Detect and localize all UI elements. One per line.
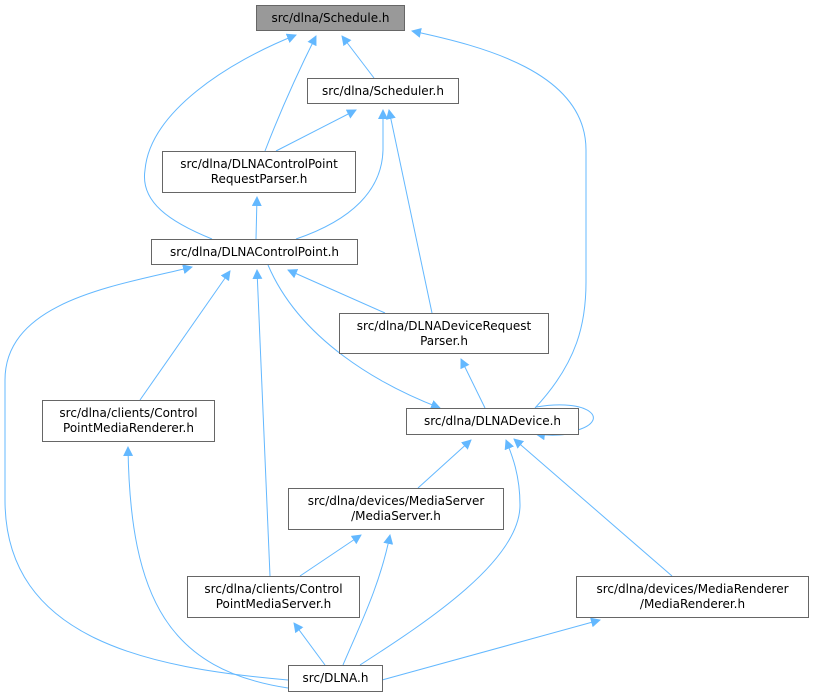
- edge-cpms-to-mediaserver: [299, 534, 362, 577]
- edge-cprp-to-schedule: [264, 35, 317, 152]
- edge-dlna-to-mediaserver: [342, 534, 394, 666]
- edge-cpmr-to-cp: [139, 270, 231, 401]
- edge-device-to-schedule: [411, 27, 587, 409]
- edge-mediaserver-to-device: [417, 439, 472, 489]
- node-device-request-parser[interactable]: src/dlna/DLNADeviceRequest Parser.h: [339, 313, 549, 354]
- edge-cp-to-device: [267, 264, 441, 410]
- node-dlna-device[interactable]: src/dlna/DLNADevice.h: [406, 408, 579, 435]
- node-label: /MediaRenderer.h: [639, 597, 746, 611]
- edge-dlna-to-cpms: [293, 622, 326, 666]
- node-label: src/dlna/DLNAControlPoint: [180, 157, 338, 171]
- edge-device-to-drp: [460, 358, 486, 409]
- node-dlna[interactable]: src/DLNA.h: [288, 665, 383, 692]
- node-label: Parser.h: [420, 333, 468, 348]
- node-label: src/dlna/Schedule.h: [271, 10, 390, 25]
- node-label: src/dlna/devices/MediaServer: [307, 494, 485, 508]
- node-control-point-media-server[interactable]: src/dlna/clients/Control PointMediaServe…: [187, 576, 360, 618]
- node-label: PointMediaServer.h: [215, 597, 332, 611]
- node-media-renderer[interactable]: src/dlna/devices/MediaRenderer /MediaRen…: [576, 576, 809, 618]
- edge-cp-to-scheduler: [295, 109, 388, 240]
- node-label: src/dlna/devices/MediaRenderer: [596, 582, 789, 596]
- node-label: src/dlna/DLNADeviceRequest: [356, 318, 532, 333]
- node-label: PointMediaRenderer.h: [63, 421, 194, 435]
- node-scheduler[interactable]: src/dlna/Scheduler.h: [307, 78, 459, 104]
- edge-dlna-to-cpmr: [123, 446, 289, 689]
- node-label: src/dlna/Scheduler.h: [322, 83, 444, 98]
- node-schedule[interactable]: src/dlna/Schedule.h: [256, 5, 405, 31]
- edge-dlna-to-cp: [4, 264, 289, 681]
- edge-scheduler-to-schedule: [341, 35, 375, 79]
- node-label: src/dlna/clients/Control: [204, 582, 343, 596]
- node-media-server[interactable]: src/dlna/devices/MediaServer /MediaServe…: [288, 488, 504, 530]
- node-control-point-media-renderer[interactable]: src/dlna/clients/Control PointMediaRende…: [42, 400, 215, 442]
- edge-dlna-to-mediarenderer: [381, 617, 601, 681]
- edge-drp-to-cp: [287, 269, 386, 314]
- node-control-point[interactable]: src/dlna/DLNAControlPoint.h: [151, 239, 358, 265]
- node-label: src/dlna/DLNADevice.h: [423, 414, 562, 428]
- node-label: src/dlna/DLNAControlPoint.h: [169, 244, 339, 259]
- edge-cp-to-schedule: [143, 33, 297, 240]
- edge-dlna-to-device: [359, 439, 521, 666]
- edge-cp-to-cprp: [251, 196, 262, 240]
- node-control-point-request-parser[interactable]: src/dlna/DLNAControlPoint RequestParser.…: [162, 151, 356, 193]
- node-label: src/dlna/clients/Control: [59, 406, 198, 420]
- node-label: /MediaServer.h: [351, 509, 441, 523]
- edge-cpms-to-cp: [252, 269, 271, 577]
- edge-cprp-to-scheduler: [275, 109, 357, 152]
- node-label: RequestParser.h: [210, 172, 308, 186]
- edge-drp-to-scheduler: [385, 109, 433, 314]
- node-label: src/DLNA.h: [302, 671, 369, 685]
- edge-mediarenderer-to-device: [513, 438, 673, 577]
- edge-device-to-device: [535, 404, 594, 441]
